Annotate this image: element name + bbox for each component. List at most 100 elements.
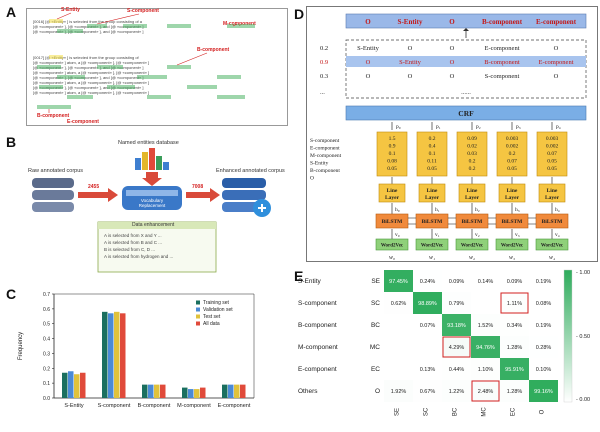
- bilstm-box: [535, 213, 569, 229]
- bilstm-label: BiLSTM: [462, 219, 484, 225]
- line-layer-label-2: Layer: [505, 195, 520, 201]
- prob-value: 1.5: [389, 136, 396, 142]
- heatmap-cell: [442, 336, 471, 358]
- v-label: v₂: [475, 232, 480, 238]
- prob-vector-box: [536, 131, 568, 177]
- prob-row-label: S-Entity: [310, 161, 329, 167]
- h-label: h₃: [515, 207, 520, 213]
- path-tag: O: [450, 73, 455, 80]
- bar: [114, 311, 120, 398]
- heatmap-cell: [442, 358, 471, 380]
- path-tag: O: [554, 73, 559, 80]
- line-layer-label-2: Layer: [545, 195, 560, 201]
- cell-value: 0.14%: [478, 279, 494, 285]
- heatmap-cell: [384, 270, 413, 292]
- word2vec-label: Word2Vec: [501, 244, 524, 249]
- bar: [222, 384, 228, 398]
- down-arrow-icon: [142, 172, 162, 186]
- prob-value: 0.05: [547, 159, 557, 165]
- line-layer-label: Line: [467, 188, 478, 194]
- label-e-component: E-component: [67, 119, 99, 125]
- prob-row-label: E-component: [310, 146, 340, 152]
- cell-value: 1.28%: [507, 345, 523, 351]
- bar: [200, 387, 206, 398]
- heatmap-cell: [413, 336, 442, 358]
- path-tag: O: [554, 45, 559, 52]
- right-arrow-icon: [78, 188, 118, 202]
- heatmap-cell: [500, 336, 529, 358]
- y-axis-label: Frequency: [18, 332, 24, 360]
- cell-value: 1.92%: [391, 389, 407, 395]
- heatmap-cell: [500, 292, 529, 314]
- label-s-entity: S-Entity: [61, 7, 80, 13]
- bar: [62, 372, 68, 398]
- bar: [68, 371, 74, 398]
- row-code: MC: [370, 344, 380, 351]
- bilstm-box: [375, 213, 409, 229]
- heatmap-cell: [442, 314, 471, 336]
- path-score: 0.2: [320, 45, 328, 52]
- cell-value: 0.19%: [536, 323, 552, 329]
- bilstm-box: [415, 213, 449, 229]
- more-paths-dots: ...: [320, 89, 325, 96]
- cell-value: 99.16%: [534, 389, 553, 395]
- heatmap-cell: [413, 358, 442, 380]
- cell-value: 1.52%: [478, 323, 494, 329]
- path-tag: S-Entity: [399, 59, 421, 66]
- prob-value: 0.11: [427, 159, 437, 165]
- p-label: p₀: [396, 124, 401, 130]
- cell-value: 1.10%: [478, 367, 494, 373]
- w-label: w₁: [429, 255, 435, 261]
- line-layer-label: Line: [507, 188, 518, 194]
- prob-vector-box: [496, 131, 528, 177]
- heatmap-cell: [529, 292, 558, 314]
- word2vec-box: [535, 238, 569, 251]
- prob-value: 0.2: [469, 159, 476, 165]
- heatmap-cell: [471, 336, 500, 358]
- cell-value: 0.07%: [420, 323, 436, 329]
- h-label: h₁: [435, 207, 440, 213]
- colorbar-tick: - 1.00: [576, 270, 590, 276]
- bilstm-label: BiLSTM: [542, 219, 564, 225]
- v-label: v₃: [515, 232, 520, 238]
- heatmap-cell: [413, 270, 442, 292]
- prob-row-label: S-component: [310, 138, 340, 144]
- prob-value: 0.1: [429, 151, 436, 157]
- row-name: B-component: [298, 322, 337, 329]
- database-bar-icon: [135, 148, 169, 170]
- y-tick-label: 0.4: [43, 337, 50, 343]
- p-label: p₁: [436, 124, 441, 130]
- line-layer-box: [498, 183, 526, 203]
- heatmap-cell: [500, 270, 529, 292]
- heatmap-cell: [384, 358, 413, 380]
- more-paths-ellipsis: ......: [461, 89, 471, 96]
- prob-value: 0.4: [429, 144, 436, 150]
- crf-layer: [345, 105, 587, 121]
- example-line: A is selected from X and Y ...: [104, 233, 162, 238]
- word2vec-box: [495, 238, 529, 251]
- output-tag: E-component: [536, 18, 577, 26]
- x-tick-label: S-Entity: [64, 403, 84, 409]
- highlight-box: [442, 336, 471, 358]
- legend-label: Validation set: [203, 307, 233, 313]
- panel-b-box: Named entities database Raw annotated co…: [26, 138, 288, 278]
- prob-value: 0.2: [429, 136, 436, 142]
- cell-value: 0.34%: [507, 323, 523, 329]
- cell-value: 0.09%: [507, 279, 523, 285]
- y-tick-label: 0.5: [43, 322, 50, 328]
- row-name: M-component: [298, 344, 338, 351]
- prob-value: 0.05: [507, 166, 517, 172]
- legend-label: Test set: [203, 314, 221, 320]
- path-score: 0.3: [320, 73, 328, 80]
- bar: [188, 389, 194, 398]
- text-line: [@ «component» ], [@ «component» ], and …: [33, 75, 144, 80]
- cell-value: 94.76%: [476, 345, 495, 351]
- row-name: Others: [298, 388, 318, 395]
- prob-value: 0.2: [469, 166, 476, 172]
- heatmap-cell: [384, 292, 413, 314]
- h-label: h₄: [555, 207, 560, 213]
- p-label: p₄: [556, 124, 561, 130]
- data-enhancement-label: Data enhancement: [132, 222, 175, 228]
- heatmap-cell: [413, 314, 442, 336]
- v-label: v₀: [395, 232, 400, 238]
